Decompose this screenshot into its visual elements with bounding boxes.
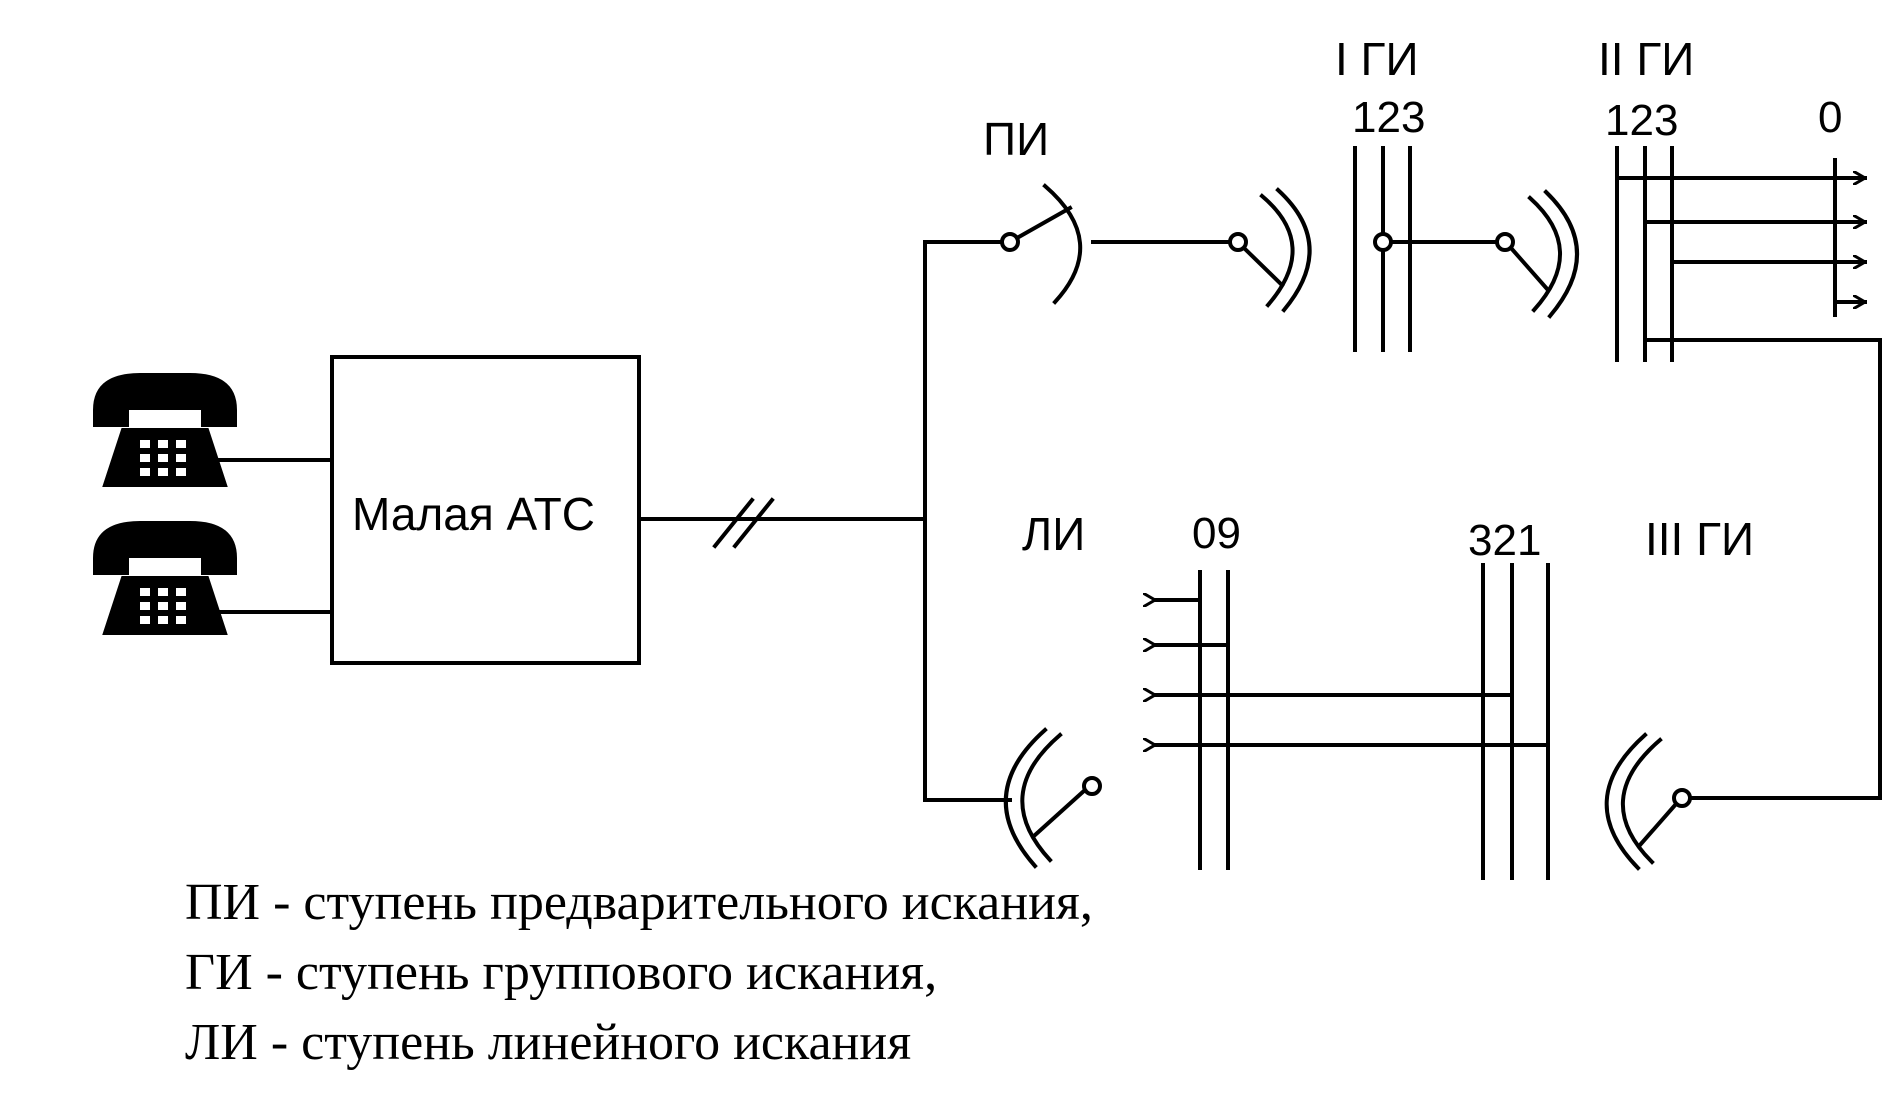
gi2-bank bbox=[1615, 146, 1867, 362]
gi1-label: I ГИ bbox=[1335, 33, 1419, 85]
legend: ПИ - ступень предварительного искания, Г… bbox=[185, 868, 1093, 1078]
gi2-zero: 0 bbox=[1818, 93, 1842, 142]
gi3-digits: 321 bbox=[1468, 516, 1541, 565]
pi-switch bbox=[1000, 183, 1083, 305]
legend-line-pi: ПИ - ступень предварительного искания, bbox=[185, 874, 1093, 931]
li-bank bbox=[1155, 570, 1550, 870]
gi2-digits: 123 bbox=[1605, 96, 1678, 145]
telephone-icon bbox=[93, 521, 237, 635]
legend-line-gi: ГИ - ступень группового искания, bbox=[185, 944, 938, 1001]
pbx-label: Малая АТС bbox=[352, 488, 595, 540]
li-digits: 09 bbox=[1192, 509, 1241, 558]
pbx-box bbox=[330, 355, 641, 665]
gi1-bank bbox=[1353, 146, 1412, 352]
gi1-digits: 123 bbox=[1352, 93, 1425, 142]
gi3-label: III ГИ bbox=[1645, 513, 1754, 565]
gi3-bank bbox=[1481, 563, 1550, 880]
gi2-switch bbox=[1495, 189, 1579, 319]
li-switch bbox=[1003, 727, 1102, 869]
legend-line-li: ЛИ - ступень линейного искания bbox=[185, 1014, 912, 1071]
trunk-slash-1 bbox=[712, 497, 755, 549]
telephone-icon bbox=[93, 373, 237, 487]
pi-label: ПИ bbox=[983, 113, 1049, 165]
gi1-switch bbox=[1228, 187, 1312, 313]
li-label: ЛИ bbox=[1022, 508, 1085, 560]
trunk-slash-2 bbox=[732, 497, 775, 549]
gi3-switch bbox=[1604, 732, 1692, 871]
gi2-label: II ГИ bbox=[1598, 33, 1694, 85]
